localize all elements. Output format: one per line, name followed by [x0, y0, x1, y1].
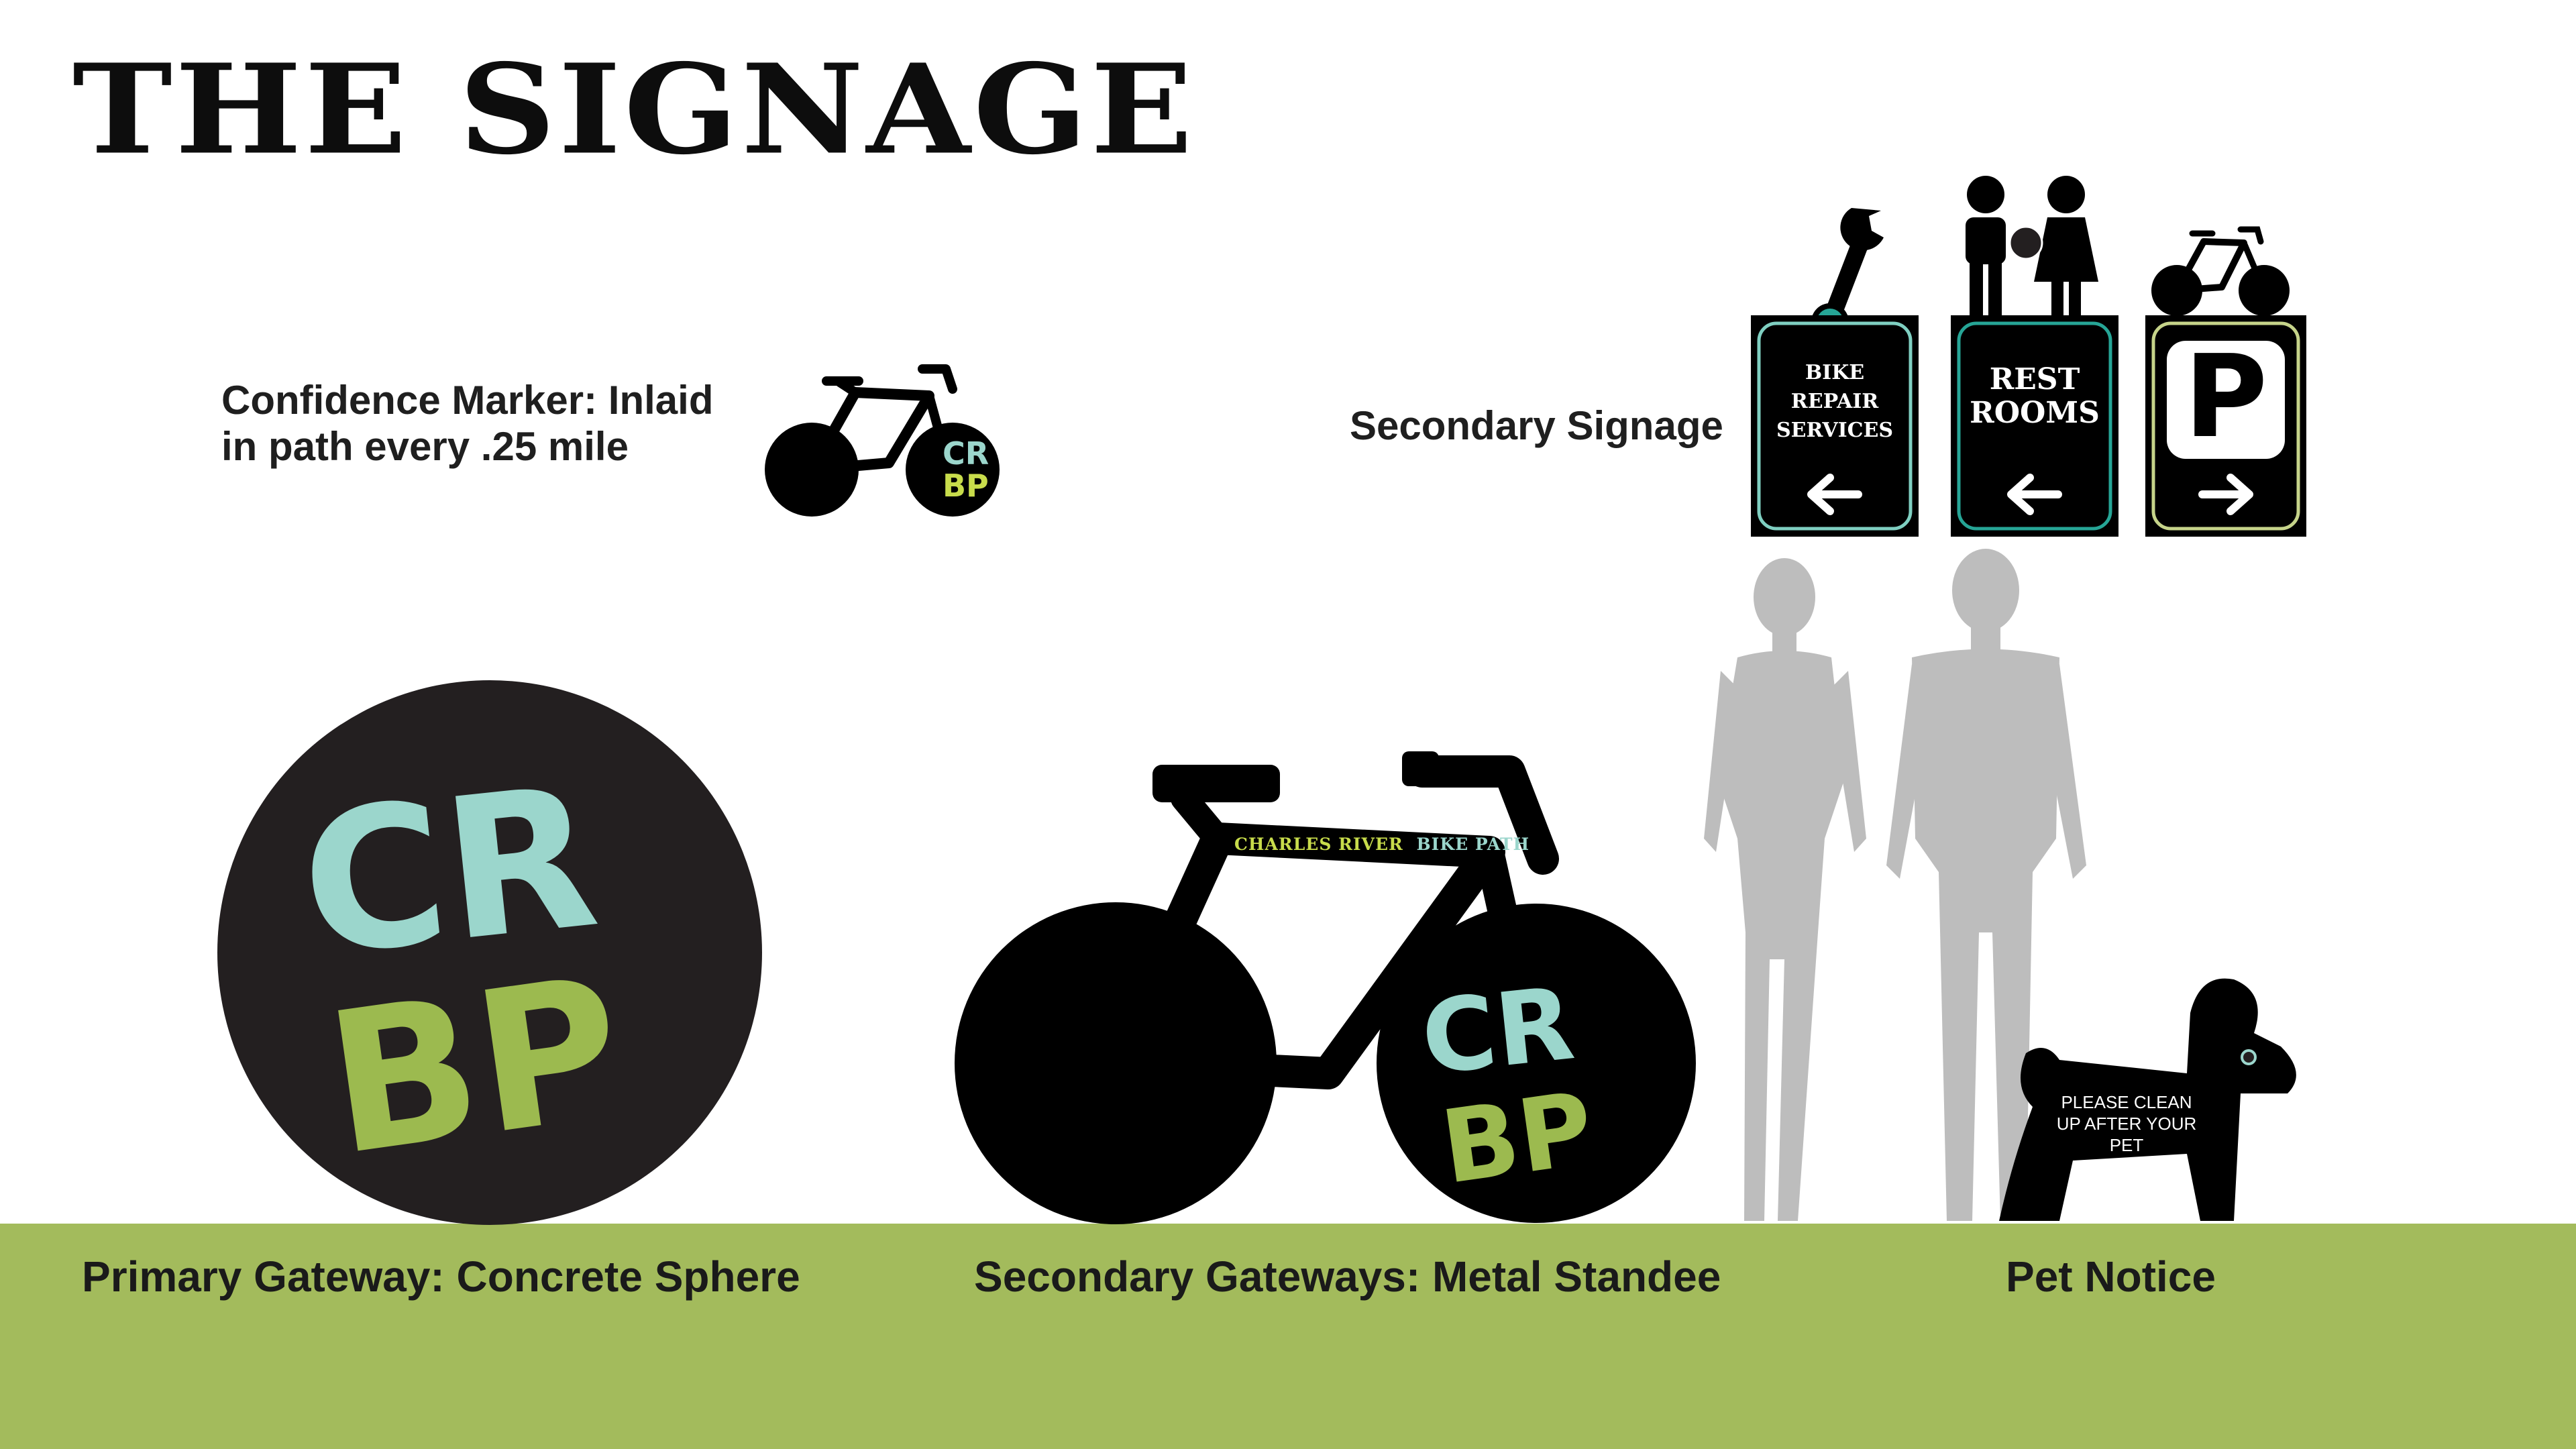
sign-bike-repair-line1: BIKE [1805, 361, 1864, 384]
logo-row2: BP [943, 468, 989, 504]
primary-gateway-sphere: CR BP [217, 680, 762, 1225]
sign-rest-rooms-line2: ROOMS [1970, 396, 2100, 430]
bicycle-icon [765, 364, 1000, 517]
dog-logo-badge [2241, 1049, 2257, 1065]
confidence-marker-caption-line1: Confidence Marker: Inlaid [221, 378, 714, 423]
pet-notice-caption: Pet Notice [2006, 1252, 2216, 1301]
left-arrow-icon [2007, 474, 2062, 515]
bicycle-icon [955, 751, 1696, 1224]
sign-bike-parking: P [2145, 226, 2306, 537]
secondary-gateway-standee: CHARLES RIVER BIKE PATH CR BP [955, 751, 1696, 1224]
crossbar-label-part1: CHARLES RIVER [1234, 835, 1403, 854]
secondary-signs: BIKE REPAIR SERVICES REST ROOMS [1751, 176, 2306, 537]
svg-text:CHARLES RIVER BIKE PATH: CHARLES RIVER BIKE PATH [1234, 835, 1529, 854]
sign-bike-repair-line3: SERVICES [1776, 419, 1893, 442]
sign-parking-letter: P [2184, 331, 2268, 464]
logo-row2: BP [315, 934, 635, 1199]
secondary-gateways-caption: Secondary Gateways: Metal Standee [974, 1252, 1721, 1301]
sign-rest-rooms-line1: REST [1990, 362, 2080, 396]
sign-bike-repair: BIKE REPAIR SERVICES [1751, 208, 1919, 537]
pet-notice-line2: UP AFTER YOUR [2057, 1114, 2197, 1134]
sign-bike-repair-line2: REPAIR [1791, 390, 1879, 413]
confidence-marker-caption: Confidence Marker: Inlaid in path every … [221, 377, 713, 470]
primary-gateway-caption: Primary Gateway: Concrete Sphere [82, 1252, 800, 1301]
logo-row2: BP [1435, 1071, 1600, 1208]
ground-band [0, 1224, 2576, 1449]
logo-row1: CR [292, 745, 606, 1000]
left-arrow-icon [1807, 474, 1862, 515]
secondary-signage-caption: Secondary Signage [1350, 403, 1723, 448]
logo-row1: CR [943, 435, 989, 472]
crbp-logo: CR BP [943, 435, 989, 504]
right-arrow-icon [2198, 474, 2253, 515]
crossbar-label: CHARLES RIVER BIKE PATH [1234, 835, 1529, 854]
pet-notice-dog: PLEASE CLEAN UP AFTER YOUR PET [1999, 978, 2296, 1221]
crbp-logo: CR BP [1416, 965, 1600, 1207]
people-icon [1966, 176, 2098, 315]
pet-notice-line1: PLEASE CLEAN [2061, 1092, 2192, 1112]
logo-row1: CR [1416, 965, 1579, 1097]
crossbar-label-part2: BIKE PATH [1417, 835, 1530, 854]
page-title: THE SIGNAGE [72, 37, 1195, 182]
confidence-marker-bike: CR BP [765, 364, 1000, 517]
pet-notice-line3: PET [2110, 1135, 2144, 1155]
crbp-logo: CR BP [292, 745, 635, 1199]
parking-badge [2167, 341, 2285, 459]
sign-rest-rooms: REST ROOMS [1951, 176, 2118, 537]
silhouette-woman [1704, 558, 1866, 1221]
confidence-marker-caption-line2: in path every .25 mile [221, 424, 629, 469]
bicycle-icon [2151, 226, 2290, 316]
dog-silhouette [1999, 978, 2296, 1221]
